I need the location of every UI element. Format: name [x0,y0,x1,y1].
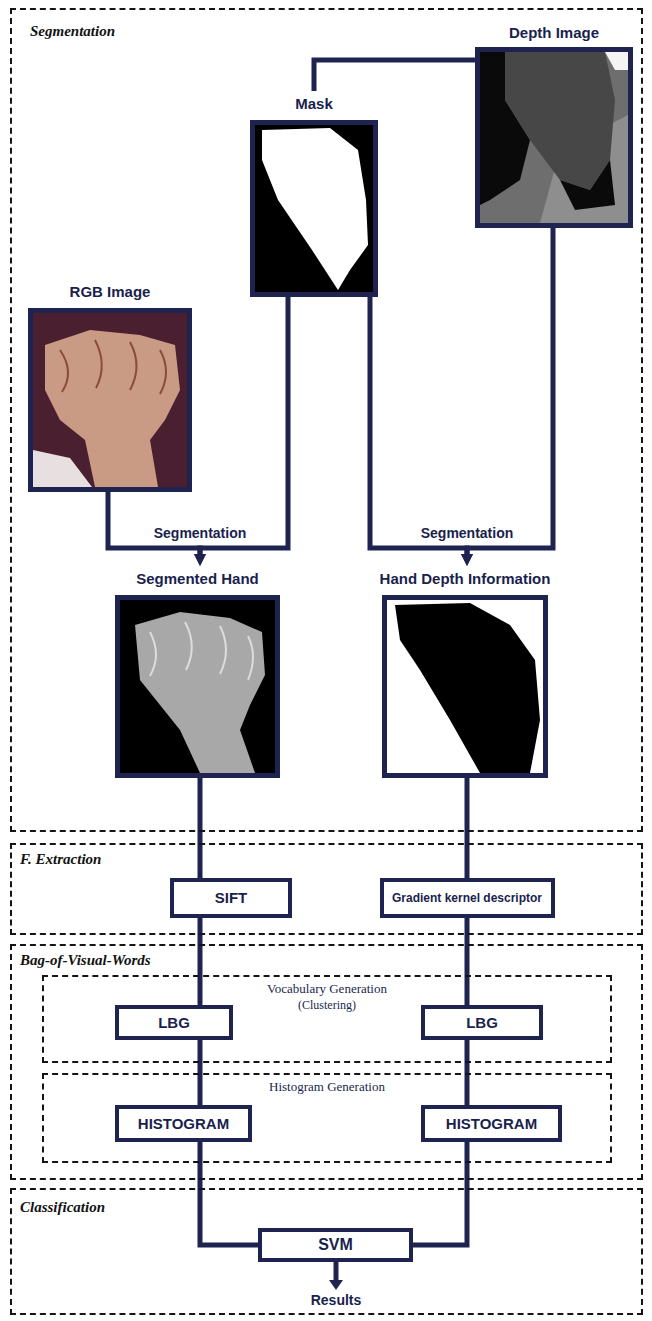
rgb-photo [33,450,92,487]
box-label: LBG [158,1014,190,1032]
connector [465,918,470,1005]
process-box: HISTOGRAM [421,1105,562,1142]
depth-photo [505,52,615,190]
segmented-photo [150,622,253,680]
section-title: Classification [20,1198,105,1216]
section-panel: Histogram GenerationHISTOGRAM HISTOGRAM [42,1073,612,1163]
image-frame [28,308,192,492]
image-caption: Mask [295,95,333,113]
section-panel: Vocabulary Generation (Clustering) LBG LBG [42,975,612,1063]
image-frame [250,120,378,297]
image-frame [382,595,548,778]
box-label: SVM [318,1236,353,1254]
process-box: LBG [421,1005,543,1040]
process-box: SIFT [170,878,292,918]
image-panel: Hand Depth Information [377,566,554,778]
edge-label-slot: Segmentation [419,525,516,542]
connector [200,297,288,557]
box-label: LBG [466,1014,498,1032]
depth-photo [605,52,628,70]
image-frame [115,595,280,778]
output-label-slot: Results [309,1292,364,1309]
connector [413,1142,467,1245]
connector [467,228,553,557]
section-title: F. Extraction [20,850,101,868]
box-label: HISTOGRAM [446,1115,537,1133]
image-panel: Mask [250,91,378,297]
section-panel: SegmentationDepth ImageMaskRGB ImageSegm… [10,8,643,832]
connector [465,778,470,878]
image-caption: Depth Image [509,24,599,42]
connector [198,918,203,1005]
image-frame [475,47,633,228]
process-box: SVM [258,1228,413,1262]
section-panel: F. ExtractionSIFT Gradient kernel descrip… [10,843,643,935]
section-title: Segmentation [30,22,115,40]
hand-depth-photo [387,600,543,773]
image-panel: Depth Image [475,20,633,228]
output-label: Results [309,1292,364,1309]
segmented-photo [135,612,265,773]
connector [198,778,203,878]
section-title: Vocabulary Generation [267,981,387,996]
section-title: Histogram Generation [269,1079,385,1094]
segmented-photo [120,600,275,773]
edge-label: Segmentation [152,525,249,542]
box-label: SIFT [215,889,248,907]
output-arrowhead [329,1280,343,1290]
box-label: HISTOGRAM [138,1115,229,1133]
process-box: HISTOGRAM [115,1105,252,1142]
depth-photo [560,160,615,210]
rgb-photo [60,340,166,394]
box-label: Gradient kernel descriptor [392,889,542,907]
image-panel: Segmented Hand [115,566,280,778]
section-title: (Clustering) [298,998,356,1012]
output-arrow [334,1262,339,1282]
connector [200,1142,258,1245]
mask-photo [262,128,368,290]
image-caption: Segmented Hand [136,570,259,588]
image-caption: RGB Image [70,283,151,301]
mask-photo [255,125,373,292]
section-panel: Bag-of-Visual-WordsVocabulary Generation… [10,944,643,1180]
rgb-photo [33,313,187,487]
depth-photo [480,52,628,223]
image-panel: RGB Image [28,279,192,492]
edge-label-slot: Segmentation [152,525,249,542]
process-box: LBG [115,1005,233,1040]
section-title: Bag-of-Visual-Words [20,951,151,969]
connector [314,60,475,91]
hand-depth-photo [395,603,540,773]
connector [370,297,467,557]
edge-label: Segmentation [419,525,516,542]
process-box: Gradient kernel descriptor [380,878,555,918]
image-caption: Hand Depth Information [380,570,551,588]
rgb-photo [45,330,180,487]
